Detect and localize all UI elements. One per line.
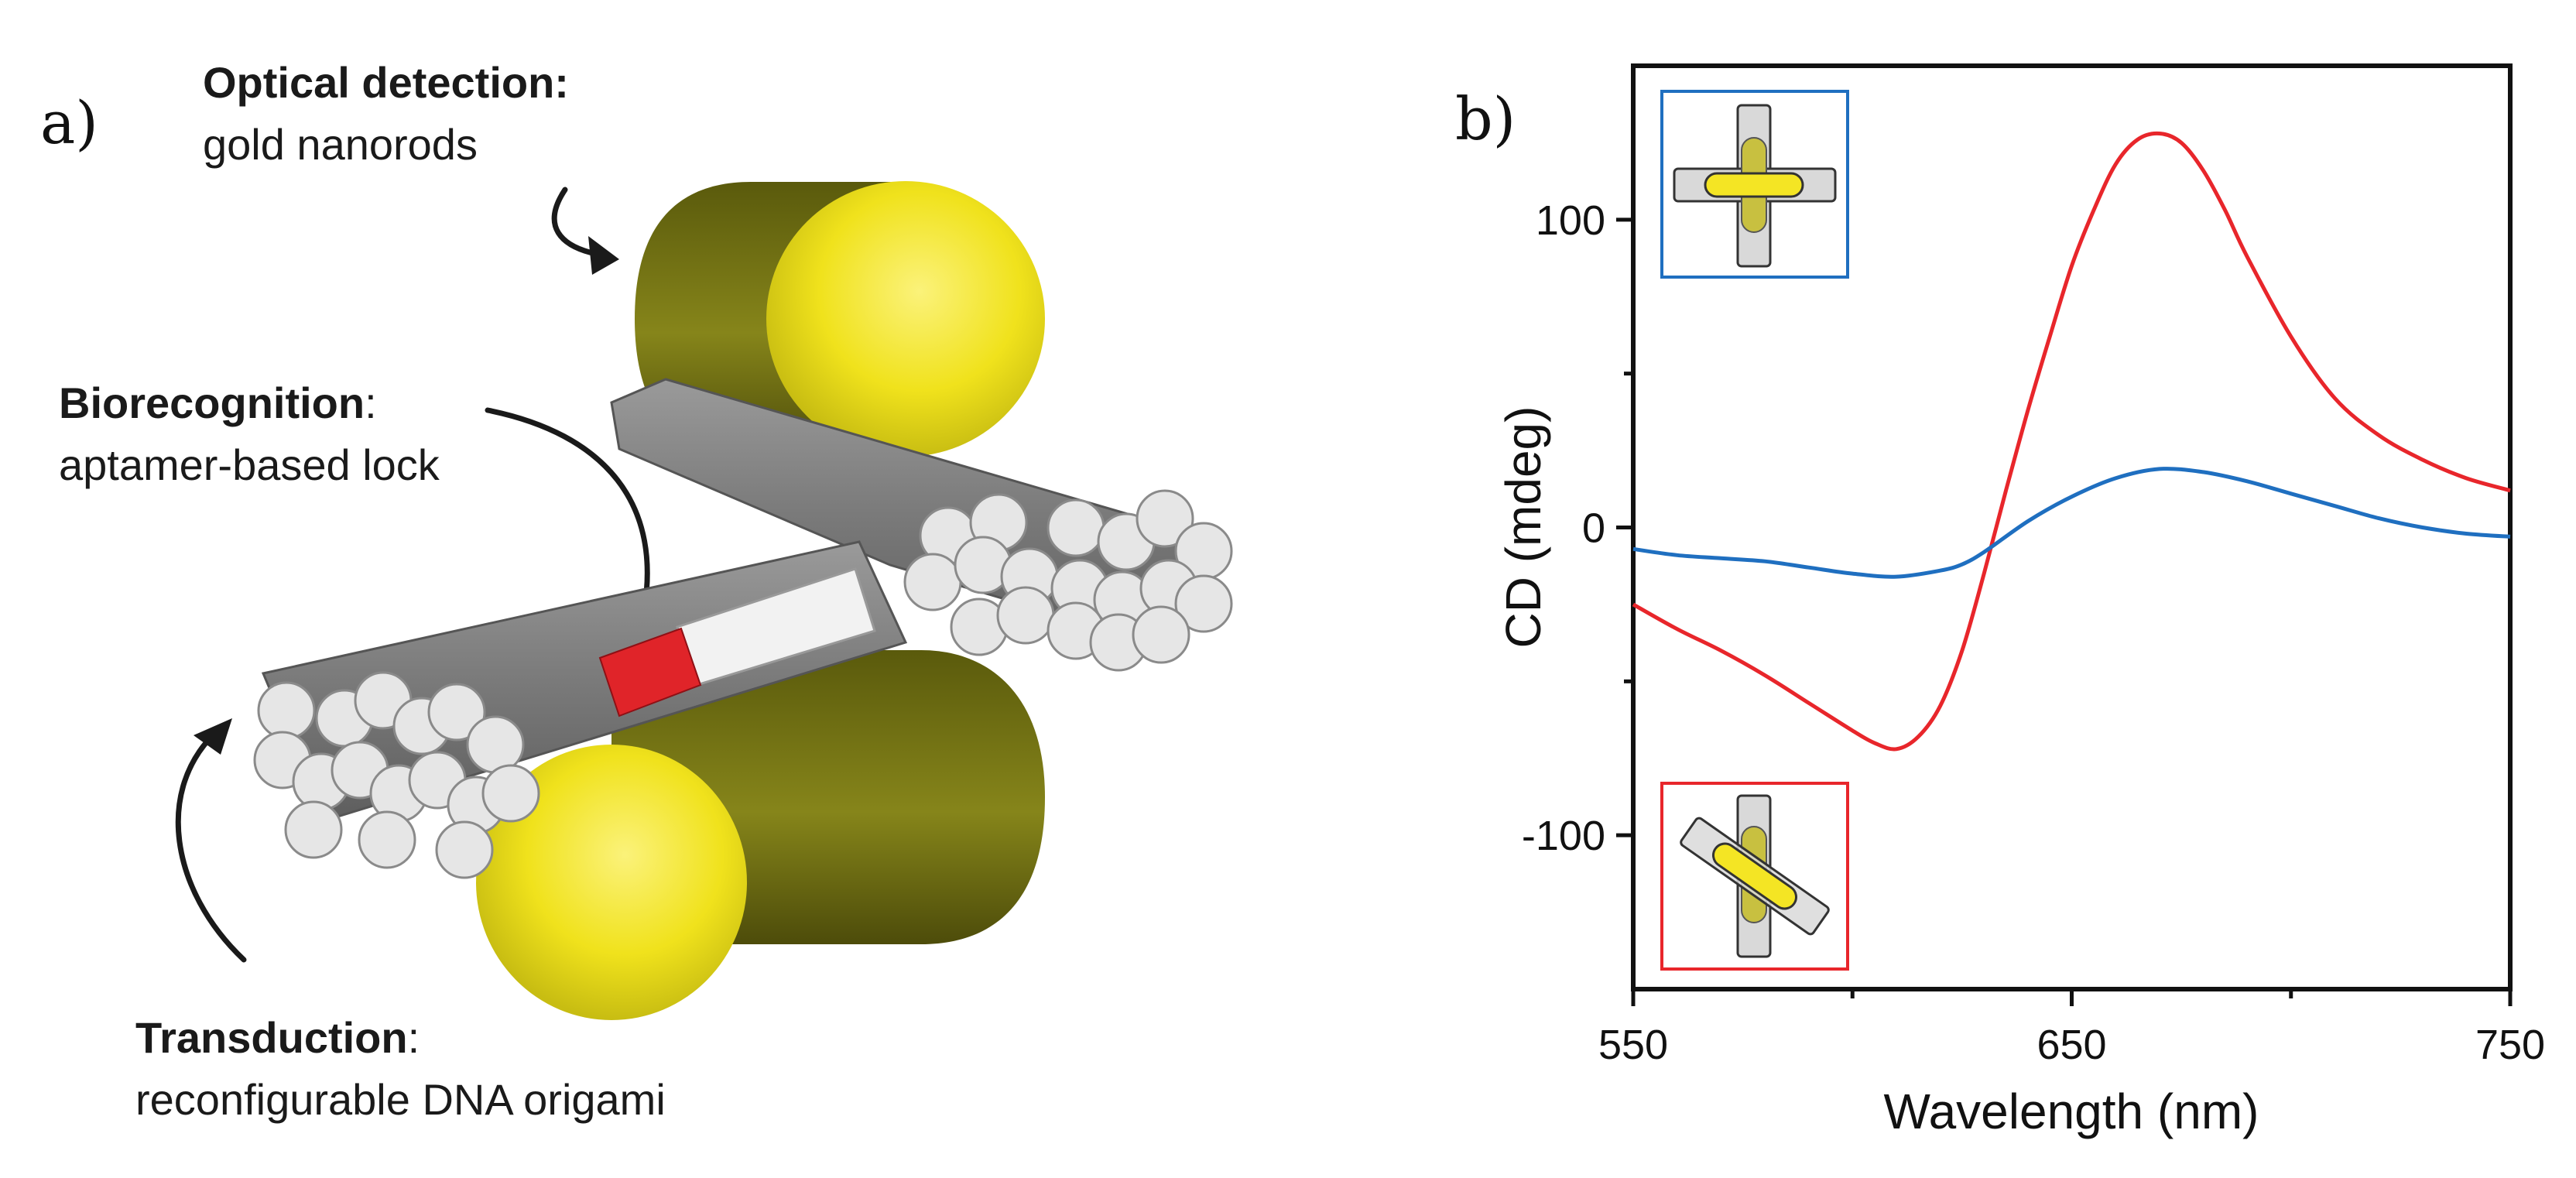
biorecognition-subtitle: aptamer-based lock — [59, 440, 440, 489]
rod-end — [435, 820, 494, 879]
y-tick-label: 100 — [1536, 197, 1605, 244]
transduction-title: Transduction — [135, 1013, 408, 1062]
rod-end — [358, 810, 416, 869]
x-axis-label: Wavelength (nm) — [1884, 1084, 2259, 1139]
rod-end — [1174, 574, 1233, 633]
rod-end — [1136, 489, 1194, 548]
inset-twisted — [1660, 782, 1849, 971]
aptamer-lock-red — [598, 627, 702, 717]
y-axis-label: CD (mdeg) — [1495, 406, 1551, 649]
rod-end — [996, 586, 1055, 645]
transduction-arrow — [175, 728, 247, 963]
panel-a-letter: a) — [40, 88, 98, 157]
series-layer — [1632, 131, 2511, 752]
biorecognition-label: Biorecognition: — [59, 378, 377, 427]
gold-nanorod-top-cap — [766, 181, 1045, 457]
rod-end — [1132, 605, 1190, 664]
rod-end — [284, 800, 343, 859]
arrows — [175, 187, 650, 963]
inset-aligned — [1660, 90, 1849, 279]
gold-nanorod-bottom — [476, 650, 1045, 1020]
biorecognition-arrow — [485, 407, 650, 622]
transduction-subtitle: reconfigurable DNA origami — [135, 1075, 666, 1124]
dna-front-rod-ends — [253, 671, 540, 879]
dna-origami-front-bundle — [253, 540, 908, 879]
rod-end — [427, 683, 486, 741]
optical-detection-subtitle: gold nanorods — [203, 120, 478, 169]
gold-nanorod-top — [635, 181, 1045, 457]
biorecognition-colon: : — [365, 378, 377, 427]
x-tick-label: 550 — [1598, 1022, 1668, 1068]
rod-end — [481, 764, 540, 823]
transduction-label: Transduction: — [135, 1013, 420, 1062]
inset-twisted-rod-front — [1711, 842, 1798, 910]
biorecognition-title: Biorecognition — [59, 378, 365, 427]
panel-b: b) 550 650 750 -100 0 100 — [1455, 63, 2545, 1139]
x-tick-label: 650 — [2036, 1022, 2106, 1068]
x-tick-label: 750 — [2475, 1022, 2545, 1068]
gold-nanorod-bottom-cap — [476, 745, 747, 1020]
optical-arrow — [551, 187, 607, 259]
rod-end — [1046, 498, 1105, 557]
transduction-arrowhead — [194, 718, 232, 755]
rod-end — [257, 681, 316, 740]
axis-ticks: 550 650 750 -100 0 100 — [1522, 197, 2545, 1068]
y-tick-label: -100 — [1522, 813, 1605, 859]
optical-arrowhead — [588, 236, 619, 275]
cd-series-red — [1632, 131, 2511, 752]
transduction-colon: : — [408, 1013, 420, 1062]
optical-detection-title: Optical detection: — [203, 58, 569, 107]
dna-back-rod-ends — [903, 489, 1233, 672]
inset-aligned-rod-front — [1704, 172, 1804, 198]
rod-end — [466, 715, 525, 774]
panel-a: a) Optical detection: gold nanorods Bior… — [40, 58, 1233, 1124]
cd-series-blue — [1632, 467, 2511, 579]
rod-end — [903, 553, 962, 611]
panel-b-letter: b) — [1455, 84, 1516, 153]
dna-origami-back-bundle — [610, 378, 1233, 672]
y-tick-label: 0 — [1582, 505, 1605, 552]
